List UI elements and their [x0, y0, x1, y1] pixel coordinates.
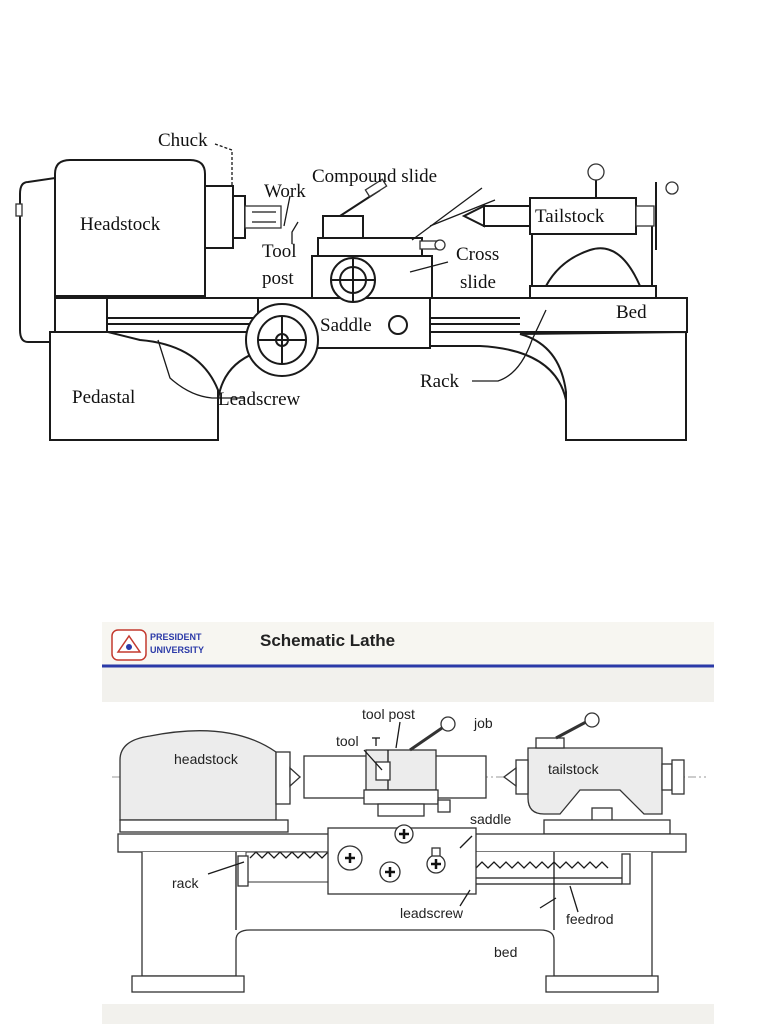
- compound-slide-shape: [317, 237, 423, 257]
- label-tool: Tool: [262, 241, 297, 262]
- headstock-body: [54, 159, 206, 297]
- chuck-shape: [204, 185, 234, 249]
- lathe-diagram-2: PRESIDENT UNIVERSITY Schematic Lathe: [102, 622, 714, 1024]
- work-leader: [283, 195, 291, 227]
- label-tailstock: Tailstock: [535, 206, 605, 227]
- compound-leader-2: [429, 199, 496, 227]
- tailstock-base: [529, 285, 657, 299]
- label-rack: rack: [172, 875, 199, 891]
- cross-slide-leader: [409, 261, 449, 273]
- label-leadscrew: Leadscrew: [218, 389, 301, 410]
- chuck-jaw: [232, 195, 246, 239]
- label-tailstock: tailstock: [548, 761, 600, 777]
- label-saddle: saddle: [470, 811, 511, 827]
- label-work: Work: [264, 181, 306, 202]
- tailstock-quill: [483, 205, 531, 227]
- pedastal-right: [519, 330, 687, 441]
- label-leadscrew: leadscrew: [400, 905, 464, 921]
- lathe-diagram-1: Chuck Work Compound slide Headstock Tail…: [15, 130, 688, 441]
- label-post: post: [262, 268, 294, 289]
- bed-legs: [141, 852, 653, 977]
- label-feedrod: feedrod: [566, 911, 613, 927]
- leadscrew-teeth: [475, 861, 609, 869]
- label-job: job: [473, 715, 493, 731]
- tailstock-center: [461, 204, 485, 228]
- label-rack: Rack: [420, 371, 460, 392]
- label-bed: bed: [494, 944, 517, 960]
- headstock-knob: [15, 203, 23, 217]
- university-logo: [111, 629, 147, 661]
- tailstock-shape: [527, 747, 663, 815]
- label-bed: Bed: [616, 302, 647, 323]
- label-chuck: Chuck: [158, 130, 208, 151]
- label-saddle: Saddle: [320, 315, 372, 336]
- logo-line-2: UNIVERSITY: [150, 645, 204, 655]
- label-tool-post: tool post: [362, 706, 415, 722]
- chuck-leader: [214, 143, 233, 186]
- tool-leader: [291, 221, 299, 244]
- work-piece-shape: [244, 205, 282, 229]
- label-tool: tool: [336, 733, 359, 749]
- compound-leader-1: [411, 187, 483, 241]
- tool-post-shape: [322, 215, 364, 239]
- label-slide: slide: [460, 272, 496, 293]
- label-headstock: Headstock: [80, 214, 161, 235]
- headstock-rear-cover: [19, 176, 56, 343]
- label-compound-slide: Compound slide: [312, 166, 437, 187]
- slide-header: [102, 622, 714, 664]
- label-cross: Cross: [456, 244, 499, 265]
- saddle-lever: [388, 315, 408, 335]
- label-headstock: headstock: [174, 751, 239, 767]
- logo-line-1: PRESIDENT: [150, 632, 202, 642]
- slide-title: Schematic Lathe: [260, 631, 395, 650]
- leadscrew-leader: [157, 339, 244, 399]
- headstock-shape: [119, 730, 277, 821]
- pedastal-left: [49, 331, 219, 441]
- rack-leader: [472, 309, 547, 382]
- label-pedastal: Pedastal: [72, 387, 135, 408]
